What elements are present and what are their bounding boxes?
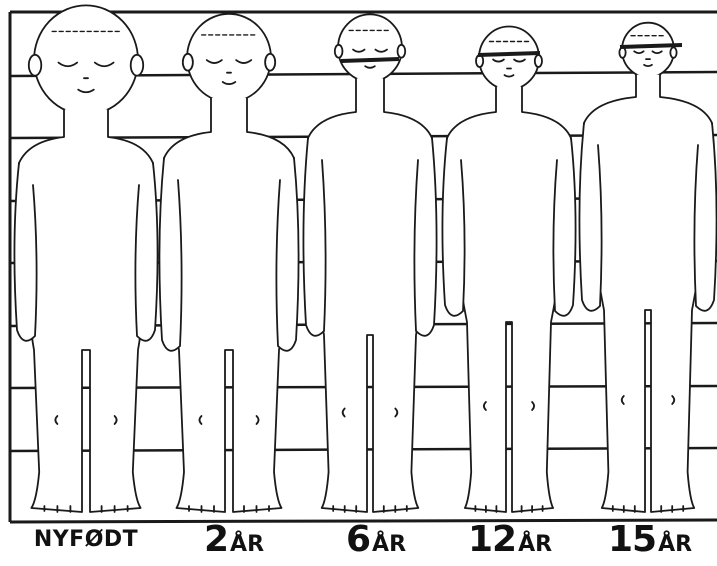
- right-arm: [553, 138, 575, 316]
- label-age-15: 15ÅR: [580, 520, 717, 560]
- head: [622, 23, 674, 78]
- left-arm: [303, 138, 325, 336]
- label-age-2-number: 2: [204, 519, 228, 560]
- left-arm: [579, 123, 601, 311]
- figure-group: [14, 5, 716, 512]
- figure-age-15: [579, 23, 716, 512]
- label-age-2-unit: ÅR: [230, 532, 264, 557]
- head: [479, 27, 539, 90]
- figure-age-6: [303, 14, 436, 512]
- ear: [535, 55, 542, 67]
- label-age-2: 2ÅR: [164, 520, 304, 560]
- right-arm: [414, 138, 436, 336]
- label-newborn-text: NYFØDT: [34, 527, 138, 552]
- head: [187, 14, 271, 102]
- label-newborn: NYFØDT: [16, 520, 156, 560]
- right-arm: [135, 163, 157, 341]
- ear: [29, 55, 41, 76]
- left-arm: [159, 158, 181, 351]
- head: [338, 14, 402, 81]
- label-age-12-unit: ÅR: [518, 532, 552, 557]
- label-age-15-number: 15: [608, 519, 656, 560]
- ear: [183, 54, 193, 71]
- right-arm: [276, 158, 298, 351]
- ear: [335, 45, 343, 58]
- label-age-12: 12ÅR: [440, 520, 580, 560]
- ear: [398, 45, 406, 58]
- label-age-6: 6ÅR: [306, 520, 446, 560]
- left-arm: [14, 163, 36, 341]
- ear: [265, 54, 275, 71]
- label-age-15-unit: ÅR: [658, 532, 692, 557]
- eye-bar-2: [478, 53, 540, 55]
- figure-age-12: [442, 27, 575, 513]
- eye-bar-1: [341, 59, 399, 61]
- label-age-12-number: 12: [468, 519, 516, 560]
- ear: [670, 47, 676, 57]
- body-outline: [584, 75, 712, 512]
- eye-bar-3: [620, 45, 682, 47]
- head: [34, 5, 138, 114]
- label-age-6-number: 6: [346, 519, 370, 560]
- figure-age-2: [159, 14, 298, 512]
- figure-newborn: [14, 5, 157, 512]
- label-age-6-unit: ÅR: [372, 532, 406, 557]
- right-arm: [694, 123, 716, 311]
- left-arm: [442, 138, 464, 316]
- body-outline: [308, 78, 432, 512]
- ear: [131, 55, 143, 76]
